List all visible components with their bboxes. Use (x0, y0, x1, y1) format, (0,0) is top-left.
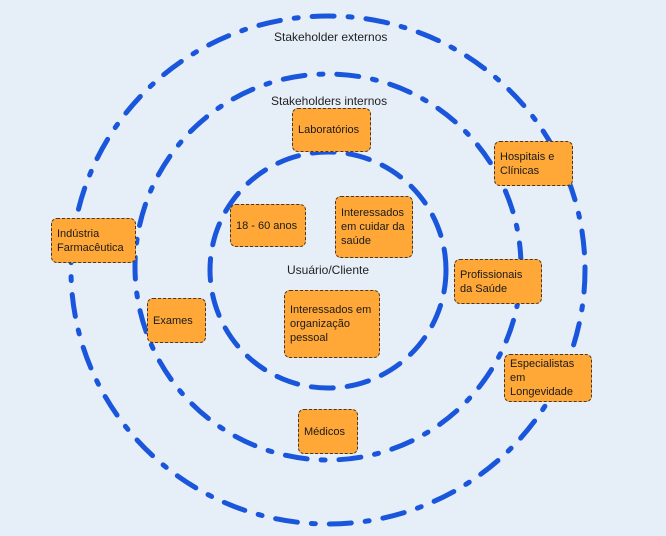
box-faixa-etaria-label: 18 - 60 anos (236, 219, 298, 232)
box-interessados-saude: Interessados em cuidar da saúde (335, 196, 413, 258)
box-especialistas-longevidade: Especialistas em Longevidade (504, 354, 592, 402)
box-laboratorios: Laboratórios (292, 108, 371, 152)
box-hospitais-clinicas: Hospitais e Clínicas (494, 141, 573, 186)
inner-ring (207, 149, 449, 391)
box-interessados-organizacao-label: Interessados em organização pessoal (290, 304, 372, 344)
box-exames-label: Exames (153, 314, 193, 327)
inner-ring-label: Usuário/Cliente (287, 263, 370, 277)
outer-ring-label: Stakeholder externos (274, 30, 388, 44)
box-industria-label: Indústria Farmacêutica (57, 227, 124, 254)
box-medicos: Médicos (298, 409, 358, 454)
box-profissionais-saude: Profissionais da Saúde (454, 259, 542, 304)
middle-ring-label: Stakeholders internos (271, 94, 388, 108)
box-industria-farmaceutica: Indústria Farmacêutica (51, 218, 136, 263)
box-laboratorios-label: Laboratórios (298, 124, 360, 136)
box-interessados-saude-label: Interessados em cuidar da saúde (341, 207, 405, 247)
box-medicos-label: Médicos (304, 425, 345, 438)
box-especialistas-label: Especialistas em Longevidade (510, 358, 575, 398)
box-profissionais-label: Profissionais da Saúde (460, 268, 523, 295)
box-exames: Exames (147, 298, 206, 343)
box-interessados-organizacao: Interessados em organização pessoal (284, 290, 380, 358)
outer-ring (68, 13, 588, 527)
box-faixa-etaria: 18 - 60 anos (230, 204, 306, 247)
box-hospitais-label: Hospitais e Clínicas (500, 150, 555, 177)
